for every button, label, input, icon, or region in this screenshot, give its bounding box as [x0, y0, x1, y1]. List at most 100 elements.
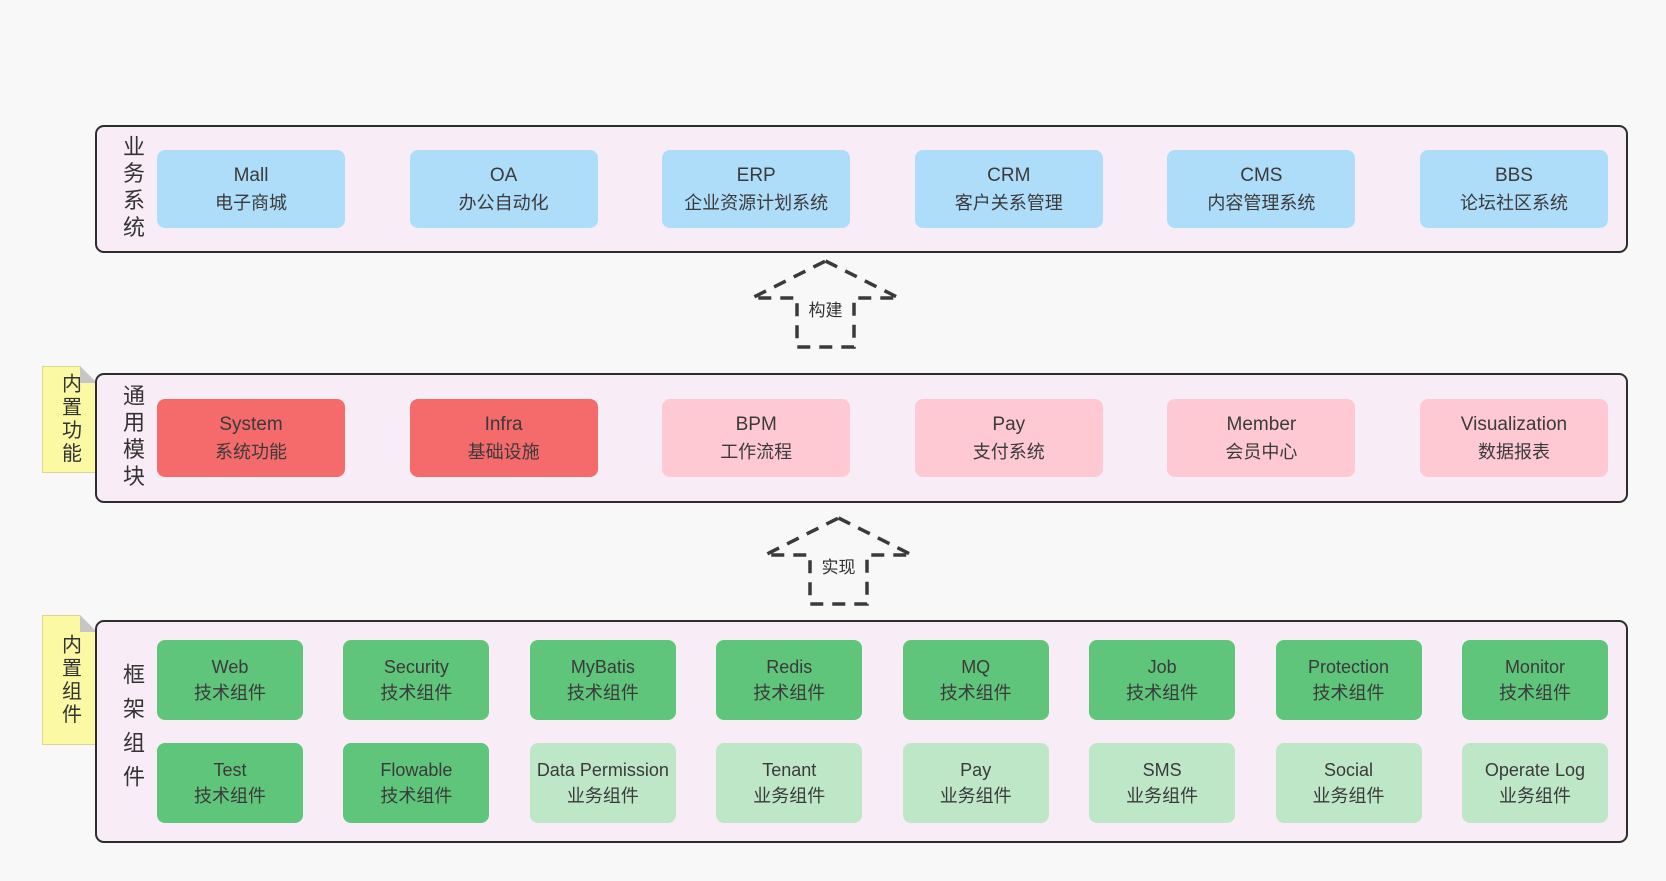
box-member: Member 会员中心	[1167, 399, 1356, 477]
components-row-1: Web 技术组件 Security 技术组件 MyBatis 技术组件 Redi…	[157, 640, 1608, 720]
arrow-build: 构建	[748, 258, 903, 350]
folded-corner-icon	[80, 615, 97, 632]
box-title: MQ	[961, 657, 991, 677]
box-title: OA	[489, 164, 518, 186]
box-subtitle: 业务组件	[1312, 785, 1385, 806]
box-subtitle: 业务组件	[1126, 785, 1199, 806]
box-subtitle: 技术组件	[380, 682, 453, 703]
tab-label: 内置功能	[58, 373, 81, 466]
box-data-permission: Data Permission 业务组件	[529, 743, 676, 823]
box-tenant: Tenant 业务组件	[716, 743, 863, 823]
box-subtitle: 技术组件	[1126, 682, 1199, 703]
box-title: Social	[1324, 760, 1374, 780]
box-flowable: Flowable 技术组件	[343, 743, 490, 823]
box-pay-business: Pay 业务组件	[902, 743, 1049, 823]
components-grid: Web 技术组件 Security 技术组件 MyBatis 技术组件 Redi…	[143, 640, 1626, 823]
box-subtitle: 技术组件	[1312, 682, 1385, 703]
box-subtitle: 技术组件	[566, 682, 639, 703]
box-job: Job 技术组件	[1089, 640, 1236, 720]
panel-common-modules: 通用模块 System 系统功能 Infra 基础设施 BPM 工作流程 Pay…	[95, 373, 1628, 503]
modules-box-row: System 系统功能 Infra 基础设施 BPM 工作流程 Pay 支付系统…	[143, 399, 1626, 477]
box-erp: ERP 企业资源计划系统	[662, 150, 851, 228]
box-subtitle: 客户关系管理	[954, 192, 1063, 213]
box-bpm: BPM 工作流程	[662, 399, 851, 477]
box-title: Pay	[992, 413, 1026, 435]
box-subtitle: 支付系统	[972, 441, 1045, 462]
box-subtitle: 电子商城	[215, 192, 287, 213]
box-subtitle: 业务组件	[1498, 785, 1571, 806]
box-title: Test	[213, 760, 247, 780]
box-subtitle: 办公自动化	[458, 192, 549, 213]
arrow-label: 实现	[818, 552, 859, 579]
box-subtitle: 技术组件	[939, 682, 1012, 703]
box-title: Infra	[484, 413, 523, 435]
box-title: Flowable	[380, 760, 453, 780]
box-title: Pay	[960, 760, 992, 780]
panel-label-common-modules: 通用模块	[120, 384, 145, 492]
box-subtitle: 企业资源计划系统	[684, 192, 829, 213]
box-bbs: BBS 论坛社区系统	[1419, 150, 1608, 228]
box-crm: CRM 客户关系管理	[914, 150, 1103, 228]
box-title: Data Permission	[536, 760, 669, 780]
box-title: Protection	[1308, 657, 1390, 677]
box-subtitle: 工作流程	[720, 441, 793, 462]
box-subtitle: 系统功能	[215, 441, 287, 462]
box-title: Visualization	[1460, 413, 1568, 435]
box-monitor: Monitor 技术组件	[1461, 640, 1608, 720]
box-title: Redis	[766, 657, 813, 677]
box-subtitle: 论坛社区系统	[1459, 192, 1568, 213]
box-cms: CMS 内容管理系统	[1167, 150, 1356, 228]
box-pay: Pay 支付系统	[914, 399, 1103, 477]
box-subtitle: 技术组件	[194, 785, 266, 806]
box-subtitle: 业务组件	[753, 785, 826, 806]
box-title: BBS	[1494, 164, 1533, 186]
box-subtitle: 技术组件	[753, 682, 826, 703]
box-title: Operate Log	[1484, 760, 1585, 780]
box-mq: MQ 技术组件	[902, 640, 1049, 720]
box-subtitle: 技术组件	[194, 682, 266, 703]
box-test: Test 技术组件	[157, 743, 303, 823]
tab-built-in-components: 内置组件	[42, 615, 97, 745]
box-oa: OA 办公自动化	[409, 150, 598, 228]
business-box-row: Mall 电子商城 OA 办公自动化 ERP 企业资源计划系统 CRM 客户关系…	[143, 150, 1626, 228]
box-title: Mall	[233, 164, 269, 186]
folded-corner-icon	[80, 366, 97, 383]
box-mybatis: MyBatis 技术组件	[529, 640, 676, 720]
box-subtitle: 技术组件	[380, 785, 453, 806]
dashed-up-arrow-icon	[764, 516, 913, 606]
box-title: Monitor	[1504, 657, 1565, 677]
box-title: Job	[1147, 657, 1177, 677]
arrow-implement: 实现	[761, 515, 916, 607]
box-operate-log: Operate Log 业务组件	[1461, 743, 1608, 823]
box-title: Web	[211, 657, 249, 677]
box-subtitle: 技术组件	[1498, 682, 1571, 703]
box-title: MyBatis	[570, 657, 635, 677]
box-subtitle: 内容管理系统	[1207, 192, 1316, 213]
box-sms: SMS 业务组件	[1089, 743, 1236, 823]
components-row-2: Test 技术组件 Flowable 技术组件 Data Permission …	[157, 743, 1608, 823]
box-title: CMS	[1240, 164, 1283, 186]
panel-business-systems: 业务系统 Mall 电子商城 OA 办公自动化 ERP 企业资源计划系统 CRM…	[95, 125, 1628, 253]
box-social: Social 业务组件	[1275, 743, 1422, 823]
box-protection: Protection 技术组件	[1275, 640, 1422, 720]
box-subtitle: 业务组件	[566, 785, 639, 806]
box-title: CRM	[987, 164, 1031, 186]
box-mall: Mall 电子商城	[157, 150, 345, 228]
box-subtitle: 基础设施	[467, 441, 540, 462]
box-title: Member	[1226, 413, 1297, 435]
box-title: Tenant	[762, 760, 817, 780]
arrow-label: 构建	[805, 295, 846, 322]
box-visualization: Visualization 数据报表	[1419, 399, 1608, 477]
box-system: System 系统功能	[157, 399, 345, 477]
tab-built-in-features: 内置功能	[42, 366, 97, 473]
dashed-up-arrow-icon	[751, 259, 900, 349]
box-title: System	[219, 413, 283, 435]
tab-label: 内置组件	[58, 633, 81, 727]
box-subtitle: 会员中心	[1225, 441, 1298, 462]
box-redis: Redis 技术组件	[716, 640, 863, 720]
panel-framework-components: 框架组件 Web 技术组件 Security 技术组件 MyBatis 技术组件…	[95, 620, 1628, 843]
box-security: Security 技术组件	[343, 640, 490, 720]
box-infra: Infra 基础设施	[409, 399, 598, 477]
box-subtitle: 数据报表	[1477, 441, 1550, 462]
panel-label-business-systems: 业务系统	[120, 135, 145, 243]
